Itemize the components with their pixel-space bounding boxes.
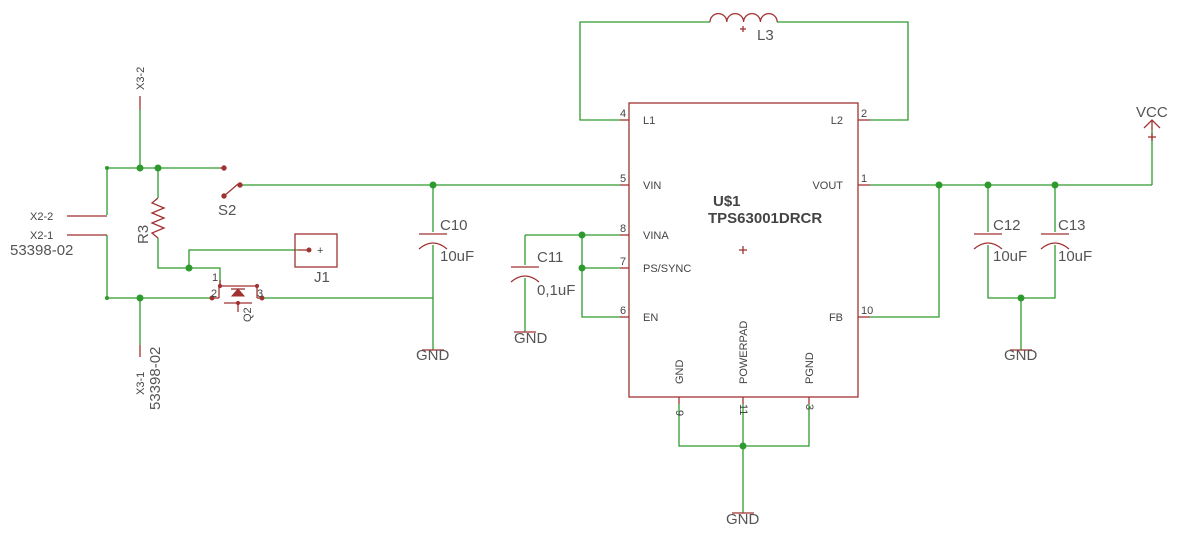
gnd-label: GND — [1004, 347, 1038, 364]
x3-part-label: 53398-02 — [147, 347, 164, 410]
inductor-l3: L3 — [709, 13, 778, 44]
jumper-name: J1 — [314, 269, 330, 286]
pin-num-10: 10 — [861, 305, 873, 317]
gnd-symbol-c11: GND — [514, 330, 548, 347]
jumper-plus: + — [317, 245, 323, 257]
q2-pin3: 3 — [257, 288, 263, 300]
wires — [106, 21, 1153, 513]
x3-2-label: X3-2 — [135, 67, 147, 90]
pin-label-fb: FB — [829, 312, 843, 324]
connector-x3: X3-2 X3-1 53398-02 — [135, 67, 164, 410]
c12-name: C12 — [993, 217, 1021, 234]
ic-u1: U$1 TPS63001DRCR L1 VIN VINA PS/SYNC EN … — [620, 102, 873, 416]
capacitor-c11: C11 0,1uF — [510, 249, 575, 299]
ic-name: U$1 — [713, 193, 741, 210]
c11-value: 0,1uF — [537, 282, 575, 299]
c12-value: 10uF — [993, 248, 1027, 265]
gnd-label: GND — [416, 347, 450, 364]
pin-num-11: 11 — [737, 404, 749, 415]
resistor-r3: R3 — [135, 197, 166, 244]
gnd-symbol-vout: GND — [1004, 347, 1038, 364]
junctions — [105, 164, 1059, 450]
gnd-symbol-ic: GND — [726, 511, 760, 528]
pin-label-pgnd: PGND — [804, 352, 816, 384]
connector-x2: X2-2 X2-1 53398-02 — [10, 211, 107, 259]
x2-2-label: X2-2 — [30, 211, 53, 223]
c13-name: C13 — [1058, 217, 1086, 234]
pin-num-4: 4 — [620, 108, 626, 120]
pin-label-vout: VOUT — [812, 180, 843, 192]
x2-part-label: 53398-02 — [10, 242, 73, 259]
switch-name: S2 — [218, 202, 236, 219]
pin-num-1: 1 — [861, 173, 867, 185]
x2-1-label: X2-1 — [30, 230, 53, 242]
pin-label-en: EN — [643, 312, 658, 324]
capacitor-c10: C10 10uF — [418, 217, 474, 265]
capacitor-c13: C13 10uF — [1040, 217, 1092, 265]
q2-pin1: 1 — [212, 272, 218, 284]
vcc-label: VCC — [1136, 104, 1168, 121]
pin-num-8: 8 — [620, 223, 626, 235]
pin-num-7: 7 — [620, 256, 626, 268]
q2-pin2: 2 — [211, 288, 217, 300]
pin-label-vina: VINA — [643, 230, 669, 242]
pin-num-5: 5 — [620, 173, 626, 185]
c10-name: C10 — [440, 217, 468, 234]
pin-label-vin: VIN — [643, 180, 661, 192]
pin-label-l1: L1 — [643, 115, 655, 127]
pin-label-gnd: GND — [674, 360, 686, 385]
vcc-symbol: VCC — [1136, 104, 1168, 141]
x3-1-label: X3-1 — [135, 372, 147, 395]
c11-name: C11 — [537, 249, 563, 266]
c10-value: 10uF — [440, 248, 474, 265]
gnd-label: GND — [514, 330, 548, 347]
pin-num-9: 9 — [673, 410, 685, 416]
pin-num-6: 6 — [620, 305, 626, 317]
resistor-name: R3 — [135, 225, 152, 244]
pin-label-powerpad: POWERPAD — [738, 321, 750, 384]
transistor-q2: 1 2 3 Q2 — [209, 272, 265, 322]
transistor-name: Q2 — [242, 307, 254, 322]
pin-label-ps-sync: PS/SYNC — [643, 263, 691, 275]
ic-value: TPS63001DRCR — [708, 210, 822, 227]
pin-label-l2: L2 — [831, 115, 843, 127]
pin-num-3: 3 — [803, 404, 815, 410]
gnd-label: GND — [726, 511, 760, 528]
gnd-symbol-c10: GND — [416, 347, 450, 364]
c13-value: 10uF — [1058, 248, 1092, 265]
inductor-name: L3 — [757, 27, 774, 44]
jumper-j1: + J1 — [294, 233, 338, 286]
switch-s2: S2 — [218, 165, 243, 219]
capacitor-c12: C12 10uF — [973, 217, 1027, 265]
pin-num-2: 2 — [861, 108, 867, 120]
